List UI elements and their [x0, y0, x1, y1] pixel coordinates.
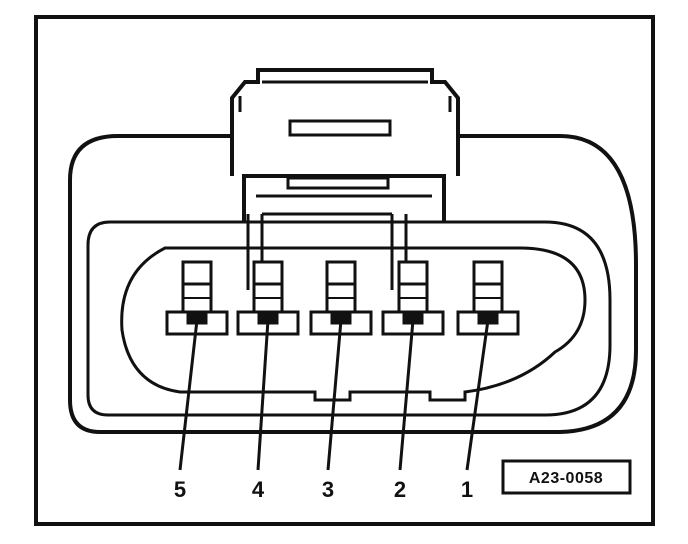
leader-line-4 [256, 319, 270, 471]
leader-line-1 [465, 319, 490, 471]
pin-label-1: 1 [461, 477, 473, 502]
pin-label-5: 5 [174, 477, 186, 502]
leader-lines [178, 319, 490, 471]
pin-label-2: 2 [394, 477, 406, 502]
locking-tab [230, 68, 460, 176]
reference-code: A23-0058 [529, 470, 603, 487]
latch-rails [242, 174, 446, 290]
pin-5 [165, 260, 229, 336]
pin-label-3: 3 [322, 477, 334, 502]
pin-labels: 5 4 3 2 1 [174, 477, 473, 502]
locking-tab-slot [288, 119, 392, 137]
leader-line-3 [326, 319, 343, 471]
leader-line-2 [398, 319, 415, 471]
pin-3 [309, 260, 373, 336]
reference-code-box: A23-0058 [501, 459, 632, 495]
leader-line-5 [178, 319, 199, 471]
pin-label-4: 4 [252, 477, 265, 502]
